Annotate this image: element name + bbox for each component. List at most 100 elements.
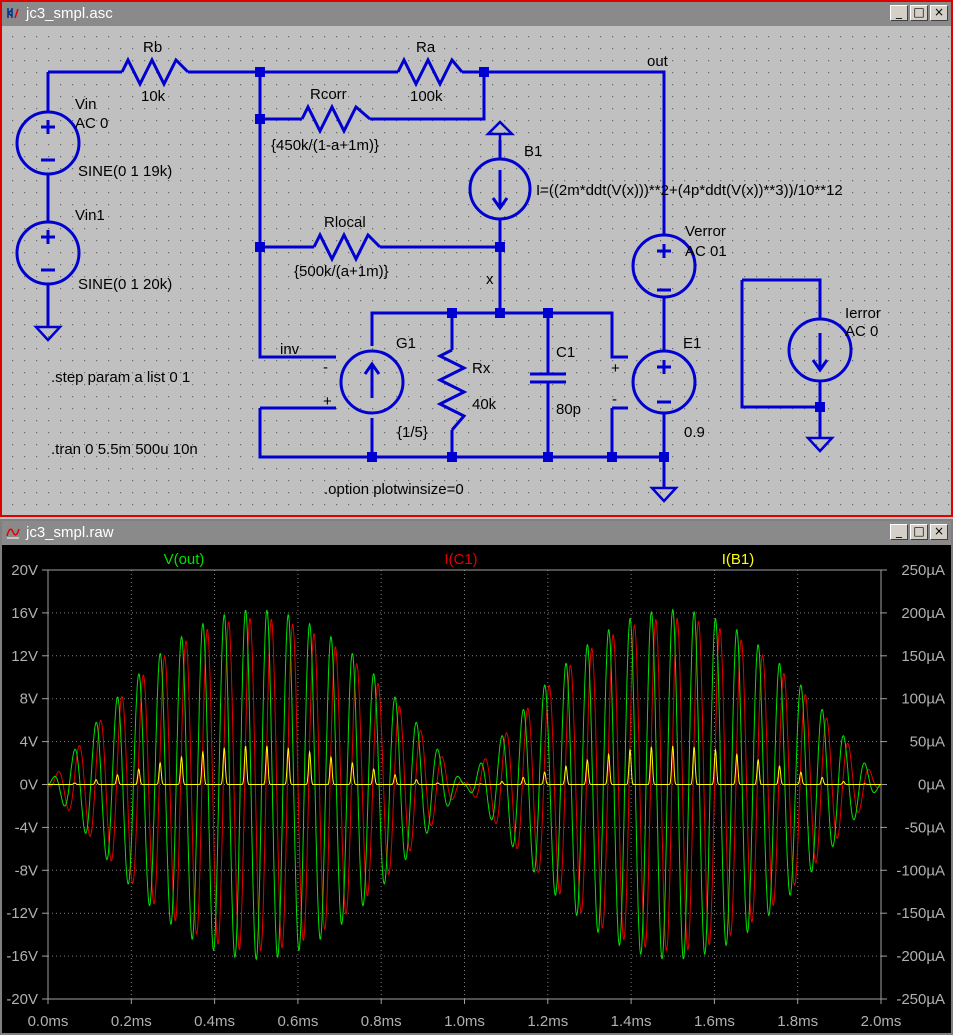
y-axis-left: 20V 16V 12V 8V 4V 0V -4V -8V -12V -16V -20V — [6, 562, 48, 1008]
g1-label: G1 — [396, 335, 416, 352]
close-button[interactable]: × — [930, 524, 948, 540]
waveform-window: jc3_smpl.raw _ □ × 20V 16V 12V 8V 4V 0V -4V -8V… — [0, 519, 953, 1035]
y-right-tick-label: 200µA — [901, 605, 945, 622]
waveform-icon — [6, 528, 20, 539]
e1-plus: + — [611, 360, 620, 377]
restore-button[interactable]: □ — [910, 5, 928, 21]
x-tick-label: 1.4ms — [611, 1013, 652, 1030]
legend-entry[interactable]: V(out) — [164, 551, 205, 568]
ierror-ac: AC 0 — [845, 323, 878, 340]
rb-label: Rb — [143, 39, 162, 56]
ierror-source — [787, 317, 853, 383]
rlocal-resistor — [312, 231, 382, 263]
rb-resistor — [120, 56, 190, 88]
x-tick-label: 1.8ms — [777, 1013, 818, 1030]
series-i-b1 — [48, 745, 881, 785]
ground-icon — [649, 486, 679, 503]
e1-minus: - — [612, 391, 617, 408]
plot-traces — [47, 608, 882, 961]
rcorr-label: Rcorr — [310, 86, 347, 103]
g1-minus: - — [323, 359, 328, 376]
ra-value: 100k — [410, 88, 443, 105]
schematic-canvas[interactable]: Rb 10k Ra 100k out Rcorr {450k/(1-a+1m)}… — [2, 26, 951, 515]
schematic-title: jc3_smpl.asc — [26, 5, 113, 22]
x-tick-label: 2.0ms — [861, 1013, 902, 1030]
ground-icon — [33, 325, 63, 342]
junctions — [255, 67, 825, 462]
c1-capacitor — [530, 372, 566, 384]
y-left-tick-label: 8V — [20, 691, 38, 708]
vin-label: Vin — [75, 96, 96, 113]
y-right-tick-label: -200µA — [896, 948, 945, 965]
y-right-tick-label: 150µA — [901, 648, 945, 665]
rx-resistor — [436, 348, 468, 431]
y-right-tick-label: 0µA — [918, 777, 945, 794]
rx-label: Rx — [472, 360, 491, 377]
y-left-tick-label: -8V — [15, 862, 38, 879]
e1-source — [631, 349, 697, 415]
c1-value: 80p — [556, 401, 581, 418]
y-right-tick-label: -250µA — [896, 991, 945, 1008]
x-tick-label: 0.2ms — [111, 1013, 152, 1030]
y-left-tick-label: 4V — [20, 734, 38, 751]
b1-label: B1 — [524, 143, 542, 160]
y-left-tick-label: -20V — [6, 991, 38, 1008]
vin1-label: Vin1 — [75, 207, 105, 224]
verror-label: Verror — [685, 223, 726, 240]
ground-icon — [805, 436, 835, 453]
verror-ac: AC 01 — [685, 243, 727, 260]
waveform-title: jc3_smpl.raw — [26, 524, 114, 541]
minimize-button[interactable]: _ — [890, 524, 908, 540]
plot-legend: V(out) I(C1) I(B1) — [164, 551, 755, 568]
x-node-label: x — [486, 271, 494, 288]
ierror-label: Ierror — [845, 305, 881, 322]
y-right-tick-label: -100µA — [896, 862, 945, 879]
ra-resistor — [396, 56, 464, 88]
y-left-tick-label: -4V — [15, 819, 38, 836]
b1-expression: I=((2m*ddt(V(x)))**2+(4p*ddt(V(x))**3))/… — [536, 182, 843, 199]
vin1-source — [15, 220, 81, 286]
legend-entry[interactable]: I(B1) — [722, 551, 755, 568]
x-tick-label: 1.0ms — [444, 1013, 485, 1030]
y-left-tick-label: 0V — [20, 777, 38, 794]
y-axis-right: 250µA200µA150µA100µA50µA0µA-50µA-100µA-1… — [881, 562, 945, 1008]
x-tick-label: 1.6ms — [694, 1013, 735, 1030]
y-left-tick-label: -16V — [6, 948, 38, 965]
x-tick-label: 1.2ms — [527, 1013, 568, 1030]
wires — [46, 70, 822, 488]
close-button[interactable]: × — [930, 5, 948, 21]
verror-source — [631, 233, 697, 299]
x-tick-label: 0.8ms — [361, 1013, 402, 1030]
restore-button[interactable]: □ — [910, 524, 928, 540]
resistors — [120, 56, 468, 431]
schematic-window: jc3_smpl.asc _ □ × — [0, 0, 953, 517]
ra-label: Ra — [416, 39, 436, 56]
b1-source — [468, 157, 532, 221]
step-directive: .step param a list 0 1 — [51, 369, 190, 386]
schematic-titlebar[interactable]: jc3_smpl.asc _ □ × — [2, 2, 951, 26]
b1-node-flag — [484, 120, 516, 140]
y-left-tick-label: 20V — [11, 562, 38, 579]
rlocal-label: Rlocal — [324, 214, 366, 231]
y-left-tick-label: 16V — [11, 605, 38, 622]
inv-node-label: inv — [280, 341, 300, 358]
y-right-tick-label: -150µA — [896, 905, 945, 922]
vin-ac: AC 0 — [75, 115, 108, 132]
tran-directive: .tran 0 5.5m 500u 10n — [51, 441, 198, 458]
rlocal-value: {500k/(a+1m)} — [294, 263, 389, 280]
legend-entry[interactable]: I(C1) — [444, 551, 477, 568]
rcorr-resistor — [300, 103, 371, 135]
y-left-tick-label: -12V — [6, 905, 38, 922]
vin-sine: SINE(0 1 19k) — [78, 163, 172, 180]
waveform-titlebar[interactable]: jc3_smpl.raw _ □ × — [2, 521, 951, 545]
x-tick-label: 0.6ms — [277, 1013, 318, 1030]
option-directive: .option plotwinsize=0 — [324, 481, 464, 498]
y-left-tick-label: 12V — [11, 648, 38, 665]
g1-source — [339, 349, 405, 415]
y-right-tick-label: 50µA — [910, 734, 945, 751]
g1-plus: + — [323, 393, 332, 410]
x-tick-label: 0.0ms — [28, 1013, 69, 1030]
minimize-button[interactable]: _ — [890, 5, 908, 21]
